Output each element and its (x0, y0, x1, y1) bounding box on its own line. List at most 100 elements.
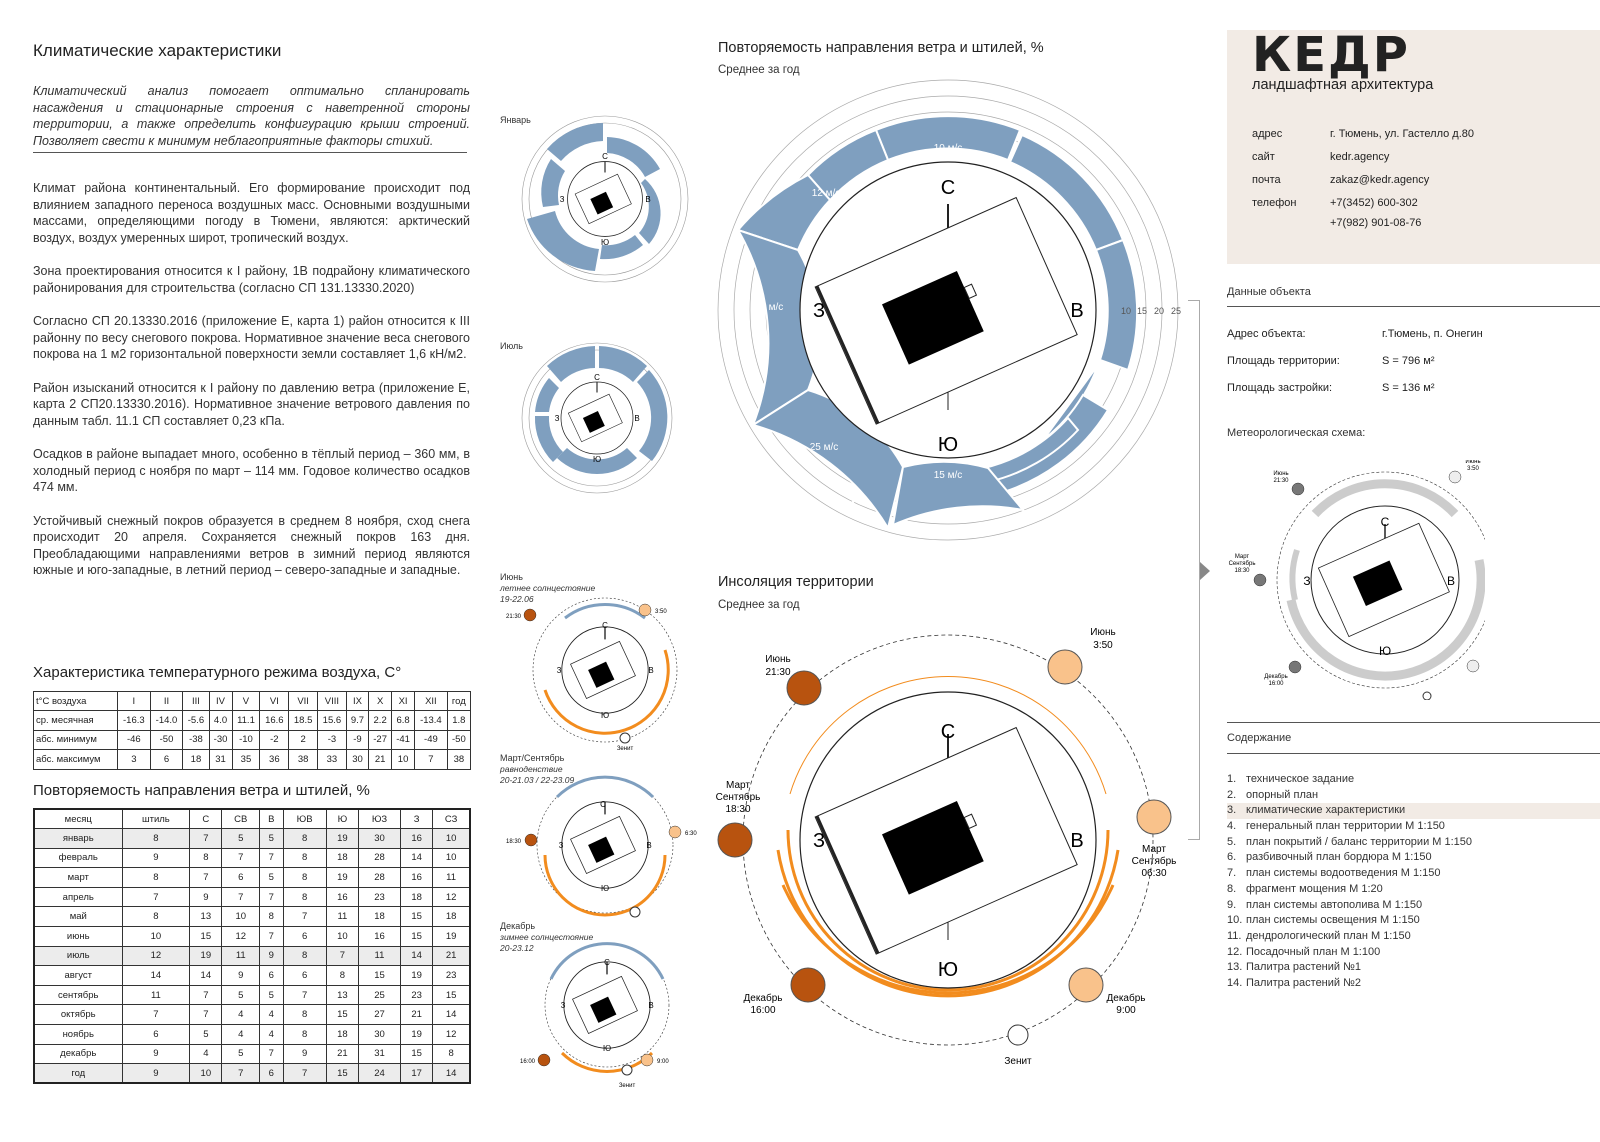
table-cell: V (231, 690, 261, 712)
table-cell: 16 (400, 867, 434, 888)
svg-text:21:30: 21:30 (506, 614, 522, 620)
jan-caption: Январь (500, 115, 531, 125)
brand-card (1227, 30, 1600, 264)
item-label: план системы водоотведения М 1:150 (1246, 867, 1441, 880)
table-cell: 27 (357, 1004, 402, 1026)
table-cell: 18 (325, 847, 359, 869)
svg-text:Зенит: Зенит (619, 1083, 636, 1089)
svg-text:21:30: 21:30 (765, 667, 790, 678)
contents-item: 8.фрагмент мощения М 1:20 (1227, 882, 1600, 898)
table-cell: 18 (182, 749, 210, 770)
svg-text:16:00: 16:00 (520, 1059, 536, 1065)
intro-text: Климатический анализ помогает оптимально… (33, 84, 470, 148)
meteo-title: Метеорологическая схема: (1227, 427, 1366, 439)
item-label: климатические характеристики (1246, 804, 1406, 817)
table-cell: 18 (325, 1024, 359, 1045)
table-cell: май (33, 906, 123, 928)
divider (33, 152, 467, 153)
table-cell: 15 (400, 906, 434, 928)
item-number: 10. (1227, 914, 1243, 927)
svg-text:В: В (1070, 300, 1083, 322)
svg-text:Ю: Ю (603, 1044, 611, 1053)
contents-item: 6.разбивочный план бордюра М 1:150 (1227, 850, 1600, 866)
table-cell: 5 (259, 984, 284, 1006)
table-cell: 8 (282, 828, 327, 849)
svg-text:В: В (1447, 574, 1455, 588)
table-cell: 15 (325, 1063, 359, 1084)
table-cell: 11 (432, 867, 471, 888)
table-cell: 7 (189, 984, 223, 1006)
svg-text:З: З (1303, 574, 1310, 588)
contact-label (1252, 217, 1330, 240)
svg-text:Сентябрь: Сентябрь (1132, 855, 1177, 867)
svg-text:С: С (941, 177, 955, 199)
item-number: 14. (1227, 976, 1243, 989)
table-cell: 23 (400, 984, 434, 1006)
contents-item: 3.климатические характеристики (1227, 803, 1600, 820)
table-cell: 9 (259, 945, 284, 967)
object-row: Площадь территории:S = 796 м² (1227, 355, 1483, 382)
svg-text:В: В (648, 666, 653, 675)
table-cell: ЮЗ (357, 808, 402, 830)
table-cell: 7 (259, 886, 284, 908)
table-cell: 18.5 (288, 710, 319, 731)
paragraph: Зона проектирования относится к I району… (33, 264, 470, 295)
contact-value: +7(982) 901-08-76 (1330, 217, 1422, 229)
svg-text:Июнь: Июнь (1090, 627, 1115, 638)
svg-text:Зенит: Зенит (617, 746, 634, 752)
table-cell: 15 (400, 1043, 434, 1065)
contents-item: 11.дендрологический план М 1:150 (1227, 929, 1600, 945)
item-label: план системы освещения М 1:150 (1246, 914, 1420, 927)
svg-text:Июнь: Июнь (765, 654, 790, 665)
table-cell: 9 (282, 1043, 327, 1065)
svg-text:9:00: 9:00 (1116, 1005, 1136, 1016)
paragraph: Климат района континентальный. Его форми… (33, 181, 470, 245)
page-title: Климатические характеристики (33, 41, 282, 60)
svg-text:В: В (1070, 830, 1083, 852)
table-cell: 4.0 (208, 710, 233, 731)
table-cell: 21 (325, 1043, 359, 1065)
item-label: разбивочный план бордюра М 1:150 (1246, 851, 1432, 864)
table-cell: 28 (357, 867, 402, 888)
svg-text:С: С (602, 621, 608, 630)
object-label: Площадь застройки: (1227, 382, 1333, 394)
rose-title: Повторяемость направления ветра и штилей… (718, 40, 1044, 56)
table-cell: III (182, 690, 210, 712)
contact-value: +7(3452) 600-302 (1330, 197, 1418, 209)
table-cell: 18 (432, 906, 471, 928)
table-cell: X (368, 690, 393, 712)
svg-text:Март: Март (1142, 844, 1166, 855)
item-number: 8. (1227, 882, 1237, 895)
table-cell: 14 (432, 1004, 471, 1026)
item-label: план покрытий / баланс территории М 1:15… (1246, 835, 1473, 848)
table-cell: 30 (345, 749, 370, 770)
table-cell: 7 (414, 749, 448, 770)
table-cell: 9 (189, 886, 223, 908)
table-cell: 7 (282, 906, 327, 928)
table-cell: 6 (259, 965, 284, 986)
table-cell: -14.0 (149, 710, 184, 731)
table-cell: 8 (282, 1004, 327, 1026)
contents-item: 7.план системы водоотведения М 1:150 (1227, 866, 1600, 882)
svg-text:С: С (600, 800, 606, 809)
svg-text:Июнь: Июнь (1465, 460, 1480, 465)
contents-title: Содержание (1227, 732, 1292, 744)
svg-text:В: В (646, 841, 651, 850)
table-cell: -38 (182, 729, 210, 751)
svg-text:Декабрь: Декабрь (1107, 992, 1146, 1004)
table-cell: 14 (400, 945, 434, 967)
svg-text:Ю: Ю (601, 884, 609, 893)
table-cell: 5 (221, 1043, 261, 1065)
svg-text:Март: Март (1235, 554, 1250, 560)
table-cell: 5 (259, 867, 284, 888)
table-cell: 6 (121, 1024, 191, 1045)
